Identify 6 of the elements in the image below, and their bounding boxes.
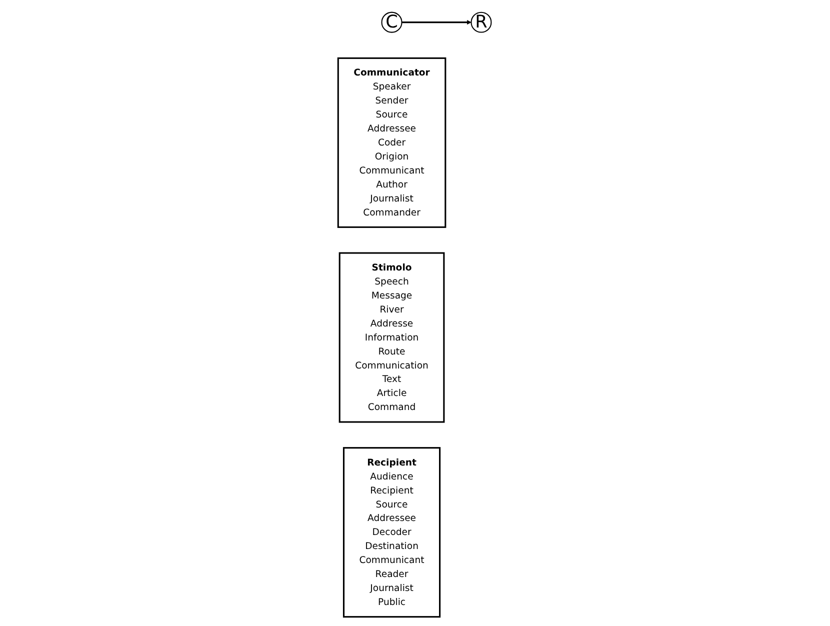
node-circle: C xyxy=(382,12,403,33)
arrow xyxy=(402,20,472,25)
node-box: Recipient Audience Recipient Source Addressee Decoder Destination Communicant Reader Journalist Public xyxy=(343,447,441,618)
node-box: Communicator Speaker Sender Source Addressee Coder Origion Communicant Author Journalist Commander xyxy=(338,57,446,228)
node-circle: R xyxy=(471,12,492,33)
node-box: Stimolo Speech Message River Addresse Information Route Communication Text Article Command xyxy=(339,252,446,423)
